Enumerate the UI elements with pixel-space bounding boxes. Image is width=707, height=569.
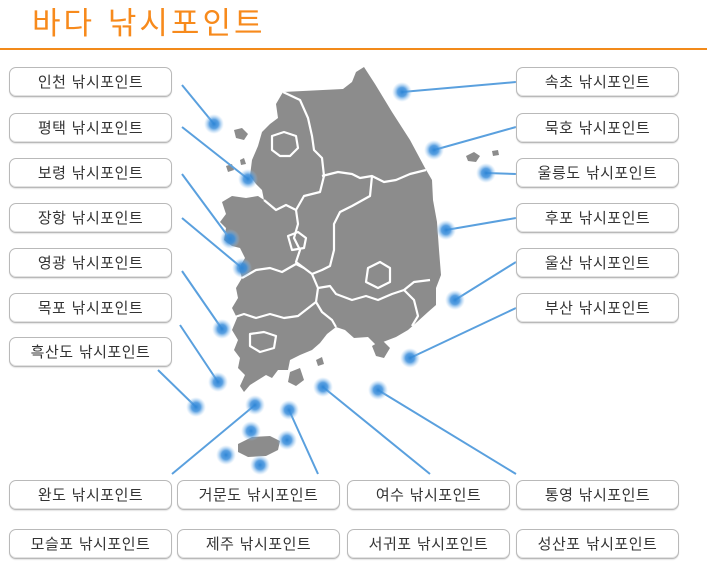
point-button-ulsan[interactable]: 울산 낚시포인트 (516, 248, 679, 278)
point-button-yeosu[interactable]: 여수 낚시포인트 (347, 480, 510, 510)
marker-mukho (424, 140, 444, 160)
point-button-yeonggwang[interactable]: 영광 낚시포인트 (9, 248, 172, 278)
marker-geomundo (279, 400, 299, 420)
marker-wando (245, 395, 265, 415)
marker-moseulpo (216, 445, 236, 465)
point-button-incheon[interactable]: 인천 낚시포인트 (9, 67, 172, 97)
marker-seogwipo (250, 455, 270, 475)
point-button-jeju[interactable]: 제주 낚시포인트 (177, 529, 340, 559)
point-button-boryeong[interactable]: 보령 낚시포인트 (9, 158, 172, 188)
connector-lines (157, 81, 517, 475)
province-borders (231, 91, 431, 354)
point-button-heuksando[interactable]: 흑산도 낚시포인트 (9, 337, 172, 367)
marker-pyeongtaek (238, 169, 258, 189)
point-button-seongsanpo[interactable]: 성산포 낚시포인트 (516, 529, 679, 559)
marker-ulsan (445, 290, 465, 310)
marker-seongsanpo (277, 430, 297, 450)
title-divider (0, 48, 707, 50)
page-title: 바다 낚시포인트 (32, 6, 266, 42)
point-button-seogwipo[interactable]: 서귀포 낚시포인트 (347, 529, 510, 559)
point-button-mukho[interactable]: 묵호 낚시포인트 (516, 113, 679, 143)
marker-jeju (241, 421, 261, 441)
marker-hupo (436, 220, 456, 240)
point-button-wando[interactable]: 완도 낚시포인트 (9, 480, 172, 510)
point-button-hupo[interactable]: 후포 낚시포인트 (516, 203, 679, 233)
point-button-busan[interactable]: 부산 낚시포인트 (516, 293, 679, 323)
marker-mokpo (208, 372, 228, 392)
marker-yeonggwang (212, 319, 232, 339)
marker-janghang (232, 258, 252, 278)
marker-incheon (204, 114, 224, 134)
marker-boryeong (220, 229, 240, 249)
marker-heuksando (186, 397, 206, 417)
mainland-shape (220, 67, 499, 457)
point-button-mokpo[interactable]: 목포 낚시포인트 (9, 293, 172, 323)
point-button-pyeongtaek[interactable]: 평택 낚시포인트 (9, 113, 172, 143)
marker-tongyeong (368, 380, 388, 400)
point-button-ulleungdo[interactable]: 울릉도 낚시포인트 (516, 158, 679, 188)
point-button-sokcho[interactable]: 속초 낚시포인트 (516, 67, 679, 97)
point-button-tongyeong[interactable]: 통영 낚시포인트 (516, 480, 679, 510)
marker-ulleungdo (476, 163, 496, 183)
point-button-janghang[interactable]: 장항 낚시포인트 (9, 203, 172, 233)
point-button-geomundo[interactable]: 거문도 낚시포인트 (177, 480, 340, 510)
point-button-moseulpo[interactable]: 모슬포 낚시포인트 (9, 529, 172, 559)
marker-busan (400, 348, 420, 368)
marker-yeosu (313, 377, 333, 397)
marker-dots (186, 82, 496, 475)
marker-sokcho (392, 82, 412, 102)
